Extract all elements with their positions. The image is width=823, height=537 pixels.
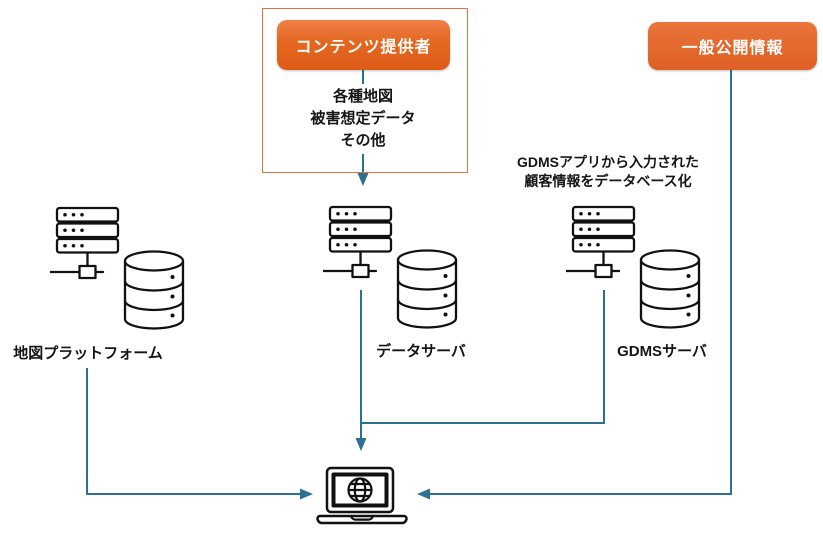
public-info-label: 一般公開情報	[681, 40, 784, 57]
edge-gdms-to-junction	[362, 290, 605, 424]
content-provider-box	[262, 8, 468, 173]
server-label-data-server: データサーバ	[376, 343, 466, 360]
gdms-annotation: GDMSアプリから入力された 顧客情報をデータベース化	[490, 153, 726, 191]
edge-mapplatform-to-client	[86, 368, 313, 500]
provider-data-item: 被害想定データ	[310, 110, 416, 127]
content-provider-node: コンテンツ提供者	[277, 20, 450, 70]
server-rack-database-icon	[323, 205, 458, 329]
provider-data-item: その他	[340, 132, 386, 149]
server-rack-database-icon	[566, 205, 701, 329]
content-provider-label: コンテンツ提供者	[295, 39, 432, 56]
server-rack-database-icon	[50, 206, 185, 330]
edge-publicinfo-to-client	[417, 70, 732, 500]
gdms-annotation-line2: 顧客情報をデータベース化	[524, 173, 692, 189]
server-label-gdms-server: GDMSサーバ	[617, 343, 707, 360]
provider-data-list: 各種地図 被害想定データ その他	[278, 84, 448, 154]
gdms-annotation-line1: GDMSアプリから入力された	[517, 154, 699, 170]
provider-data-item: 各種地図	[332, 88, 393, 105]
laptop-globe-icon	[316, 466, 408, 525]
public-info-node: 一般公開情報	[648, 22, 817, 70]
server-label-map-platform: 地図プラットフォーム	[13, 345, 163, 362]
